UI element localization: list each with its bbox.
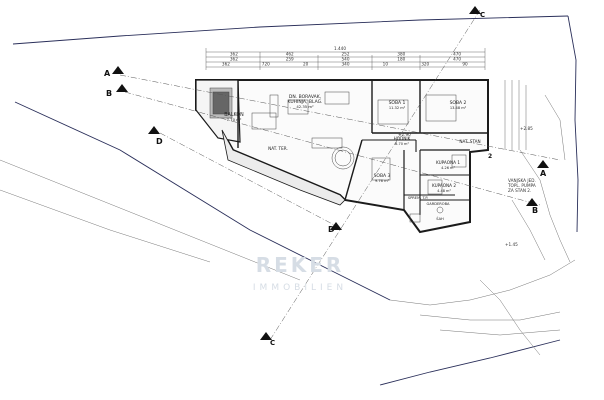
room-storage-label: SPREM. T.P. — [408, 196, 429, 200]
side-note-1: VANJSKA JED. — [508, 178, 536, 183]
level-2: +2.85 — [520, 126, 533, 131]
room-kupaona2-label: KUPAONA 2 — [432, 183, 456, 188]
terrain-lines — [0, 94, 576, 356]
room-hodnik-area: 8.70 m² — [395, 142, 409, 146]
side-number: 2 — [488, 153, 492, 160]
room-soba1-label: SOBA 1 — [389, 100, 406, 106]
section-mark-a-right: A — [540, 169, 547, 178]
dimension-value: 462 — [286, 52, 294, 57]
dimension-value: 180 — [397, 57, 405, 62]
top-dimensions — [205, 48, 486, 70]
room-soba3-area: 9.76 m² — [375, 179, 390, 183]
room-kupaona1-label: KUPAONA 1 — [436, 160, 460, 165]
level-1: +2.90 — [398, 132, 411, 137]
section-lines — [119, 9, 561, 341]
room-hodnik-label: HODNIK — [394, 136, 411, 141]
dimension-value: 259 — [286, 57, 294, 62]
dimension-value: 362 — [230, 52, 238, 57]
dimension-row-3: 362 720 20 340 10 320 90 — [222, 62, 468, 67]
room-kupaona2-area: 4.48 m² — [437, 189, 451, 193]
dimension-value: 720 — [262, 62, 270, 67]
room-soba3-label: SOBA 3 — [374, 173, 391, 179]
room-balcony-label: BALKON — [224, 112, 244, 118]
room-soba2-area: 13.48 m² — [450, 106, 467, 110]
dimension-value: 340 — [342, 62, 350, 67]
dimension-value: 90 — [462, 62, 468, 67]
section-mark-d-right: D — [328, 225, 335, 234]
terrace-label: NAT. TER. — [268, 146, 288, 151]
right-dimensions — [504, 80, 527, 150]
dimension-value: 470 — [453, 57, 461, 62]
nat-stan-label: NAT. STAN — [459, 139, 480, 144]
room-wardrobe-label: GARDEROBA — [426, 202, 450, 206]
section-mark-b-left: B — [106, 89, 112, 98]
room-living-label-1: DN. BORAVAK, — [289, 94, 321, 100]
room-sah-label: ŠAH — [436, 216, 444, 221]
side-note-2: TOPL. PUMPA — [507, 183, 536, 188]
section-markers — [112, 6, 549, 340]
building-walls — [195, 79, 489, 234]
dimension-value: 362 — [222, 62, 230, 67]
plot-boundary — [12, 15, 579, 386]
level-3: +1.45 — [505, 242, 518, 247]
section-mark-b-right: B — [532, 206, 538, 215]
room-soba1-area: 11.32 m² — [389, 106, 406, 110]
room-kupaona1-area: 4.26 m² — [441, 166, 455, 170]
side-note-3: ZA STAN 2. — [508, 188, 531, 193]
level-markers: +2.90 +2.85 +1.45 — [398, 126, 533, 247]
dimension-row-2: 362 259 540 180 470 — [230, 57, 462, 62]
room-living-label-2: KUHINJA, BLAG. — [287, 99, 322, 105]
dimension-value: 252 — [342, 52, 350, 57]
dimension-value: 320 — [421, 62, 429, 67]
dimension-value: 380 — [397, 52, 405, 57]
dimension-total: 1.440 — [334, 46, 346, 51]
room-labels: DN. BORAVAK, KUHINJA, BLAG. 42.35 m² BAL… — [224, 94, 480, 221]
section-mark-d-left: D — [156, 137, 163, 146]
watermark-brand: REKER — [256, 253, 345, 277]
dimension-row-1: 362 462 252 380 470 — [230, 52, 462, 57]
dimension-value: 10 — [383, 62, 389, 67]
furniture — [209, 87, 467, 223]
section-mark-a-left: A — [104, 69, 111, 78]
section-mark-c-top: C — [480, 11, 485, 19]
room-living-area: 42.35 m² — [296, 104, 314, 109]
dimension-value: 540 — [342, 57, 350, 62]
section-mark-c-bottom: C — [270, 339, 275, 347]
dimension-value: 362 — [230, 57, 238, 62]
dimension-value: 20 — [303, 62, 309, 67]
room-soba2-label: SOBA 2 — [450, 100, 467, 106]
dimension-value: 470 — [453, 52, 461, 57]
room-balcony-area: 7.70 m² — [227, 117, 242, 122]
watermark-sub: IMMOBILIEN — [253, 283, 347, 293]
